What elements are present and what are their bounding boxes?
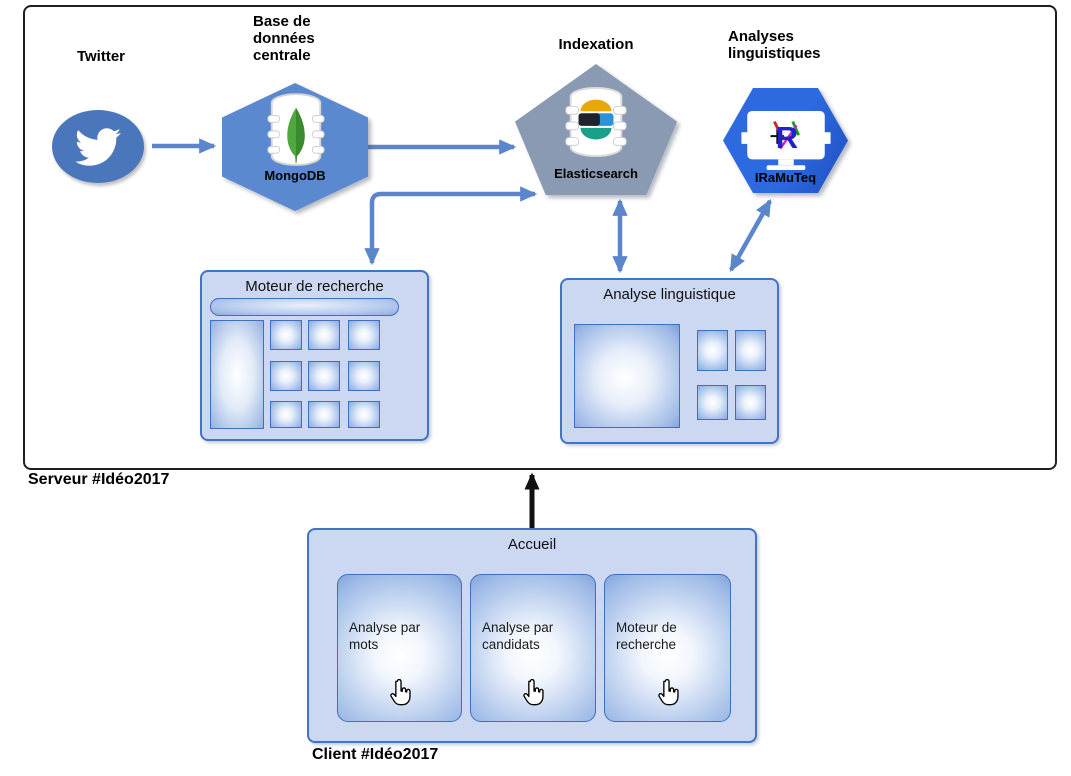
iramuteq-monitor-icon: R [741,110,831,171]
result-tile [348,401,380,428]
result-tile [308,320,340,350]
search-bar-mockup [210,298,399,316]
chart-tile [697,330,728,371]
mongodb-node: MongoDB [222,83,368,211]
accueil-panel: Accueil Analyse par mots Analyse par can… [307,528,757,743]
hand-pointer-icon [523,679,544,706]
sidebar-mockup [210,320,264,429]
elasticsearch-caption: Elasticsearch [554,166,638,181]
hand-pointer-icon [657,679,679,706]
server-boundary-box [23,5,1057,470]
svg-text:R: R [776,120,798,155]
card-moteur-de-recherche[interactable]: Moteur de recherche [604,574,731,722]
card-label: Analyse par candidats [482,620,554,652]
arrow-iramuteq-linguistic-bidirectional [729,199,772,272]
iramuteq-title: Analyses linguistiques [728,28,821,62]
search-engine-panel: Moteur de recherche [200,270,429,441]
client-label: Client #Idéo2017 [312,746,439,763]
result-tile [270,401,302,428]
twitter-node [52,110,144,183]
result-tile [308,401,340,428]
chart-tile [697,385,728,420]
twitter-bird-icon [75,127,121,166]
result-tile [348,361,380,391]
elasticsearch-database-icon [565,87,627,157]
mongodb-title: Base de données centrale [253,13,315,64]
server-label: Serveur #Idéo2017 [28,471,170,488]
search-engine-panel-title: Moteur de recherche [245,278,384,295]
chart-tile [735,330,766,371]
card-analyse-par-candidats[interactable]: Analyse par candidats [470,574,596,722]
result-tile [308,361,340,391]
elasticsearch-node: Elasticsearch [515,64,677,195]
arrow-searchengine-elasticsearch-elbow [364,186,538,266]
card-label: Analyse par mots [349,620,421,652]
result-tile [348,320,380,350]
iramuteq-caption: IRaMuTeq [754,170,817,185]
linguistic-analysis-panel: Analyse linguistique [560,278,779,444]
twitter-title: Twitter [76,48,126,65]
accueil-panel-title: Accueil [507,536,557,553]
mongodb-caption: MongoDB [264,168,326,183]
chart-tile [735,385,766,420]
result-tile [270,320,302,350]
result-tile [270,361,302,391]
linguistic-analysis-panel-title: Analyse linguistique [603,286,736,303]
main-visualization-mockup [574,324,680,428]
card-analyse-par-mots[interactable]: Analyse par mots [337,574,462,722]
elasticsearch-title: Indexation [558,36,634,53]
card-label: Moteur de recherche [616,620,677,652]
iramuteq-node: R IRaMuTeq [723,88,848,193]
mongodb-database-leaf-icon [267,93,325,166]
hand-pointer-icon [389,679,411,706]
